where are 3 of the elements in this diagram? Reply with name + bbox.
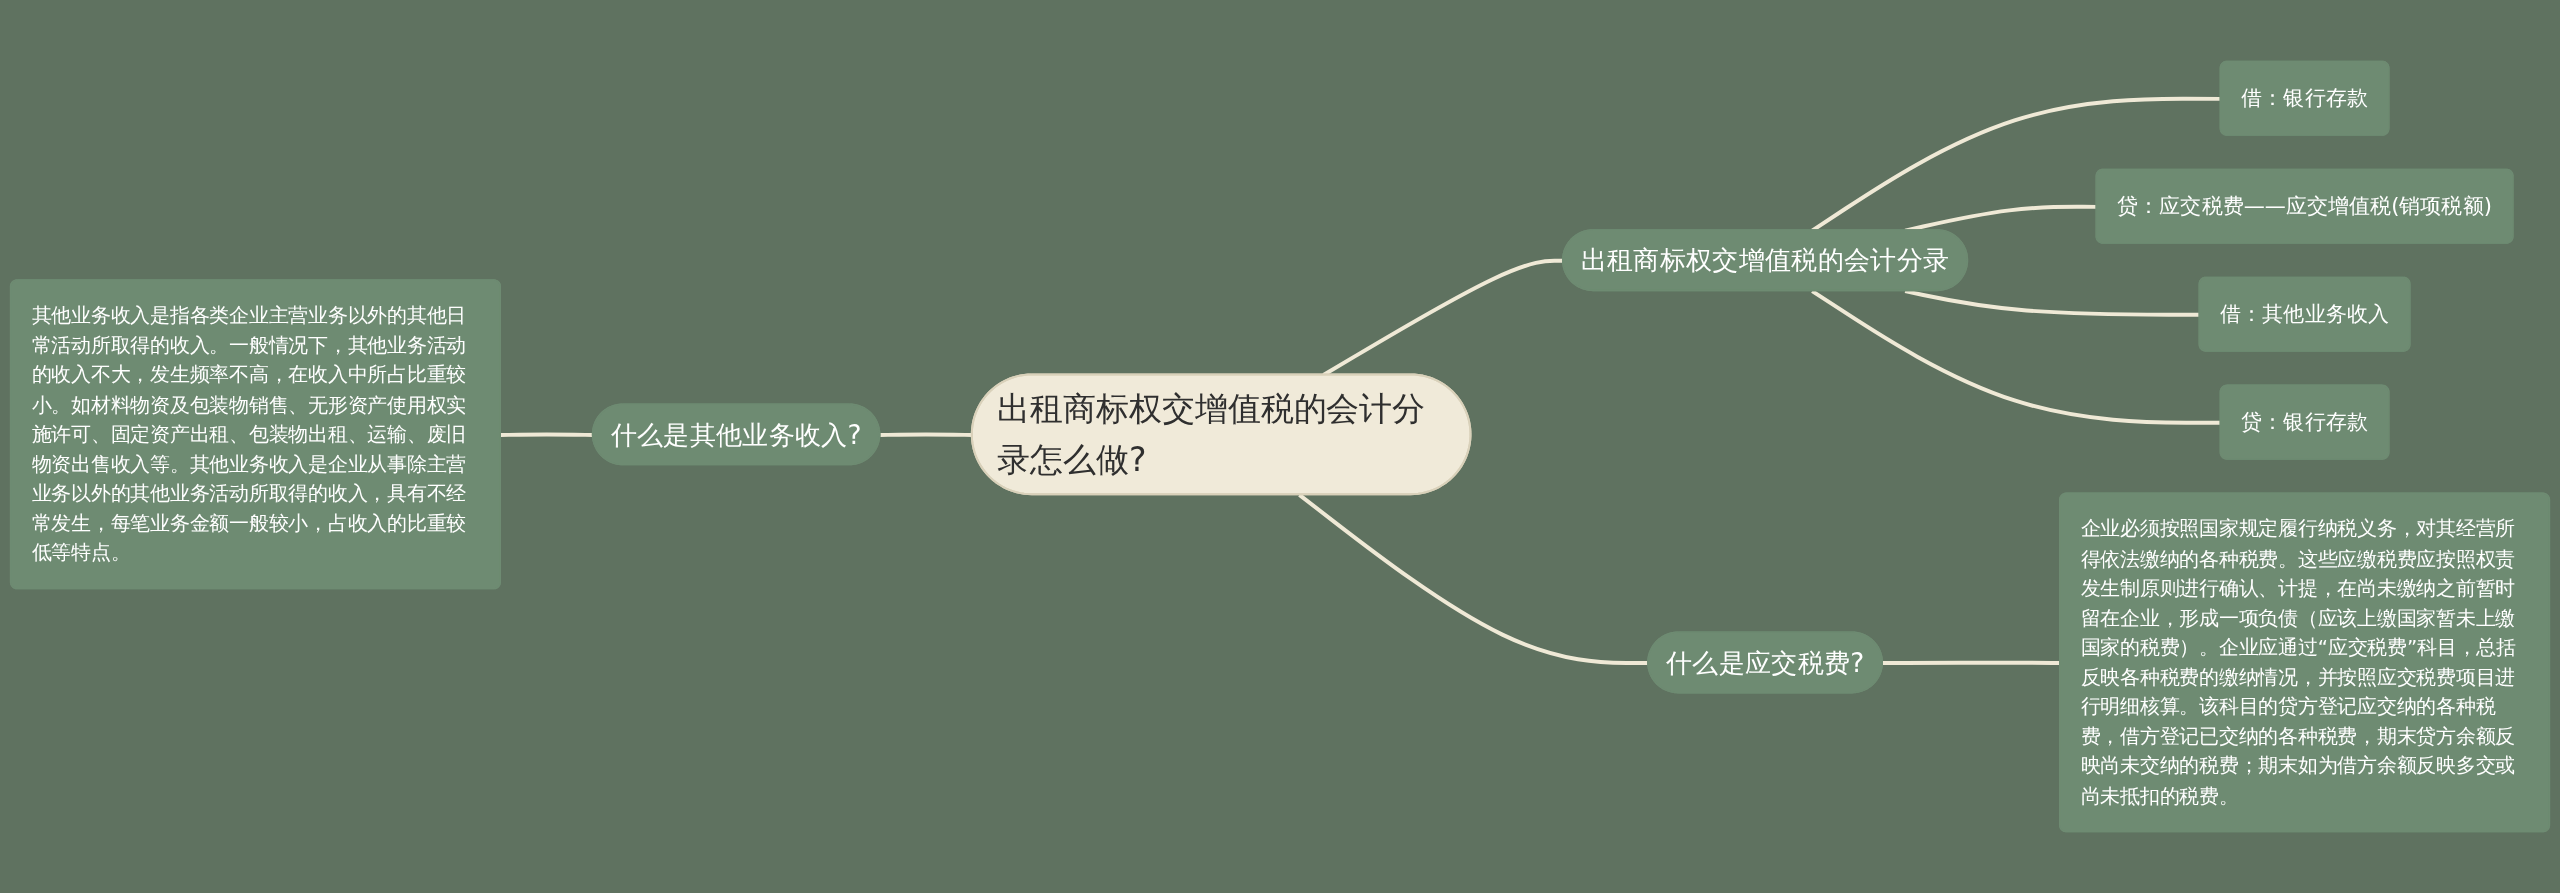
connector [1904, 289, 2200, 317]
connector [1298, 493, 1649, 666]
connector [1811, 289, 2221, 425]
